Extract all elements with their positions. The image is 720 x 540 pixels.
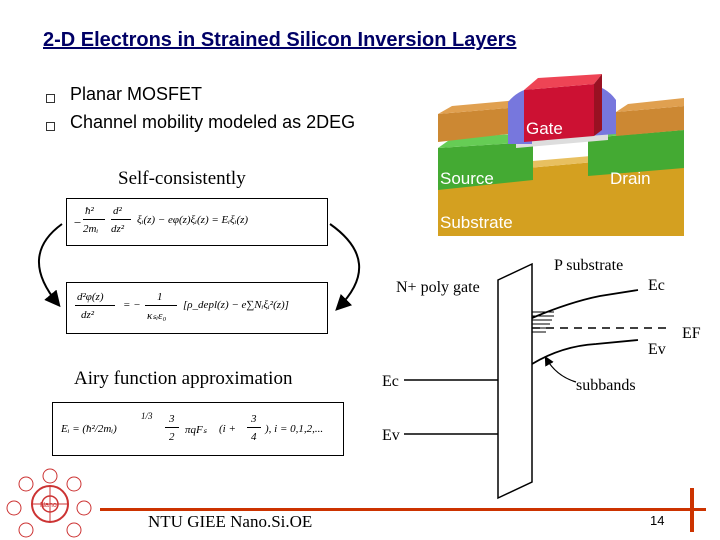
right-curved-arrow — [329, 223, 361, 311]
footer-marker — [690, 488, 694, 532]
bullet-marker — [46, 94, 55, 103]
bullet-text: Channel mobility modeled as 2DEG — [70, 112, 356, 132]
footer-rule — [100, 508, 706, 511]
ev-right-label: Ev — [648, 341, 666, 358]
slide-title: 2-D Electrons in Strained Silicon Invers… — [43, 29, 517, 51]
logo-text: Nano — [40, 502, 57, 509]
substrate-label: Substrate — [440, 213, 513, 232]
footer-text: NTU GIEE Nano.Si.OE — [148, 512, 313, 531]
subbands-label: subbands — [576, 377, 636, 394]
self-consistently-label: Self-consistently — [118, 168, 246, 189]
ev-band-curve — [531, 339, 639, 365]
source-label: Source — [440, 169, 494, 188]
bullet-marker — [46, 122, 55, 131]
ec-band-curve — [531, 289, 639, 319]
drain-label: Drain — [610, 169, 651, 188]
p-substrate-label: P substrate — [554, 257, 623, 274]
fermi-label: EF — [682, 325, 701, 342]
ec-left-label: Ec — [382, 373, 399, 390]
nano-logo-icon: Nano — [6, 468, 92, 538]
bullet-text: Planar MOSFET — [70, 84, 203, 104]
left-curved-arrow — [37, 223, 63, 308]
ev-left-label: Ev — [382, 427, 400, 444]
drain-region — [588, 130, 684, 176]
gate-block — [524, 84, 594, 142]
band-diagram: P substrate N+ poly gate Ec EF Ev Ec Ev … — [382, 257, 701, 500]
airy-approximation-label: Airy function approximation — [74, 368, 293, 389]
page-number: 14 — [650, 513, 665, 528]
airy-equation: Eᵢ = (ħ²/2mᵢ) 1/3 3 2 πqFₛ (i + 3 4 ), i… — [52, 402, 344, 456]
n-poly-gate-label: N+ poly gate — [396, 279, 480, 296]
poisson-equation: d²φ(z) dz² = − 1 κₛᵢε₀ [ρ_depl(z) − e∑Nᵢ… — [66, 282, 328, 334]
oxide-barrier — [497, 262, 533, 500]
mosfet-illustration: Gate Source Drain Substrate — [438, 74, 684, 236]
schrodinger-equation: − ħ² 2mᵢ d² dz² ξᵢ(z) − eφ(z)ξᵢ(z) = Eᵢξ… — [66, 198, 328, 246]
ec-right-label: Ec — [648, 277, 665, 294]
source-region — [438, 142, 533, 190]
gate-label: Gate — [526, 119, 563, 138]
